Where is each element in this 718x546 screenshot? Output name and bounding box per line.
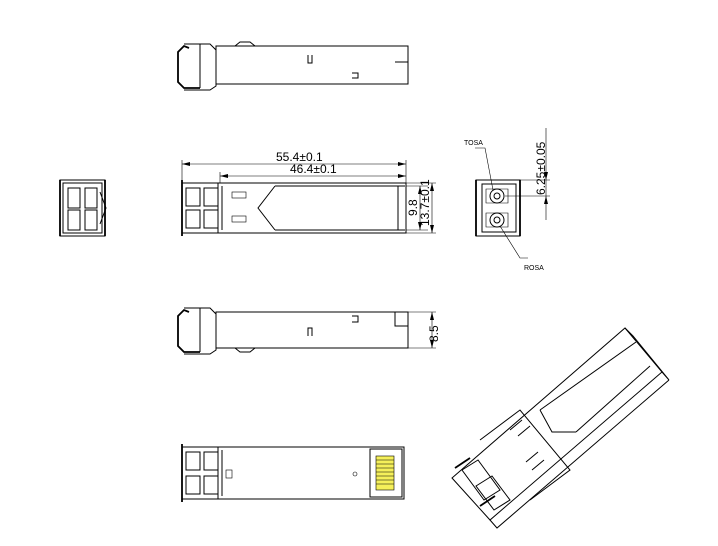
body-length-label: 46.4±0.1 bbox=[290, 162, 337, 176]
top-side-view bbox=[177, 41, 409, 91]
tosa-callout: TOSA bbox=[464, 140, 483, 147]
rosa-callout: ROSA bbox=[524, 265, 544, 272]
plan-view: 55.4±0.1 46.4±0.1 9.8 13.7±0.1 bbox=[181, 150, 436, 236]
body-width-label: 13.7±0.1 bbox=[418, 179, 432, 226]
front-end-view bbox=[59, 179, 107, 237]
isometric-view bbox=[451, 327, 670, 529]
port-spacing-label: 9.8 bbox=[406, 199, 420, 216]
overall-length-label: 55.4±0.1 bbox=[276, 150, 323, 164]
body-height-label: 8.5 bbox=[427, 325, 441, 342]
pcb-contacts bbox=[375, 455, 395, 491]
bottom-view bbox=[181, 444, 405, 502]
lower-side-view: 8.5 bbox=[177, 307, 441, 355]
optical-port-view: TOSA ROSA 6.25±0.05 bbox=[464, 128, 550, 272]
port-offset-label: 6.25±0.05 bbox=[534, 141, 548, 195]
